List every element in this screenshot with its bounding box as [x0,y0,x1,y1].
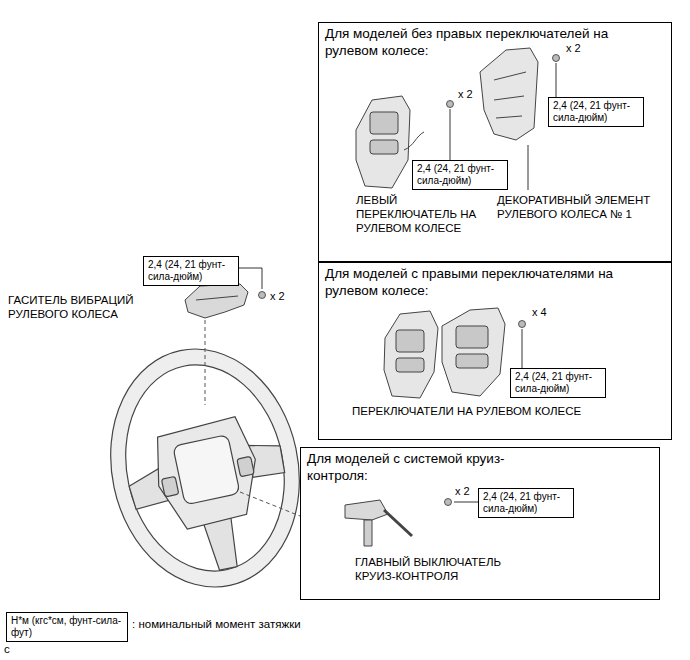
bolt [445,499,452,506]
wheel-spoke [204,518,242,572]
quantity: x 4 [532,306,562,319]
note: : номинальный момент затяжки [132,618,332,632]
bolt [519,321,526,328]
torque-value: 2,4 (24, 21 фунт-сила-дюйм) [553,100,639,124]
part-name: ДЕКОРАТИВНЫЙ ЭЛЕМЕНТ РУЛЕВОГО КОЛЕСА № 1 [497,194,669,222]
part-name: ГАСИТЕЛЬ ВИБРАЦИЙ РУЛЕВОГО КОЛЕСА [8,294,148,322]
switch-button [456,326,488,348]
vibration-damper [185,284,248,318]
torque-box: 2,4 (24, 21 фунт-сила-дюйм) [412,160,508,190]
panel-heading: Для моделей с системой круиз-контроля: [301,448,553,488]
bolt [447,101,454,108]
switch-button [396,358,424,372]
torque-value: 2,4 (24, 21 фунт-сила-дюйм) [417,163,503,187]
trim-rib [494,72,526,118]
leader-line [239,268,262,289]
leader-line [528,145,529,190]
hub-switch [161,476,178,497]
bolt [259,292,266,299]
damper-body [185,284,248,318]
quantity: x 2 [270,290,300,303]
decorative-trim [480,48,538,140]
variant-panel: Для моделей с системой круиз-контроля: 2,… [300,447,660,600]
torque-box: 2,4 (24, 21 фунт-сила-дюйм) [478,488,574,518]
wheel-hub [148,414,267,533]
key-text: Н*м (кгс*см, фунт-сила-фут) [11,615,123,639]
torque-key-box: Н*м (кгс*см, фунт-сила-фут) [6,612,128,642]
torque-value: 2,4 (24, 21 фунт-сила-дюйм) [483,491,569,515]
part-name: ПЕРЕКЛЮЧАТЕЛИ НА РУЛЕВОМ КОЛЕСЕ [352,405,582,419]
cruise-body [345,500,388,520]
damper-detail [196,296,238,300]
switch-button [370,140,398,154]
switch-button [456,354,488,368]
torque-value: 2,4 (24, 21 фунт-сила-дюйм) [148,259,234,283]
dashed-leader [205,320,206,405]
leader-line [522,329,523,368]
switch-body [356,96,410,188]
quantity: x 2 [455,485,477,498]
torque-box: 2,4 (24, 21 фунт-сила-дюйм) [548,97,644,127]
cruise-switch [345,500,412,546]
quantity: x 2 [458,88,488,101]
part-name: ГЛАВНЫЙ ВЫКЛЮЧАТЕЛЬ КРУИЗ-КОНТРОЛЯ [355,556,535,584]
switch-body [442,308,505,396]
trim-body [480,48,538,140]
steering-switches [384,308,505,398]
leader-line [450,109,451,160]
switch-button [396,330,424,352]
switch-wire [404,132,424,150]
leader-line [454,502,478,503]
bolt [553,55,560,62]
cruise-stalk [384,510,412,536]
part-name: ЛЕВЫЙ ПЕРЕКЛЮЧАТЕЛЬ НА РУЛЕВОМ КОЛЕСЕ [356,194,488,235]
torque-box: 2,4 (24, 21 фунт-сила-дюйм) [143,256,239,286]
hub-switch [237,456,254,477]
switch-body [384,311,438,398]
quantity: x 2 [566,42,596,55]
torque-value: 2,4 (24, 21 фунт-сила-дюйм) [515,371,601,395]
cruise-lever [364,520,372,546]
panel-heading: Для моделей с правыми переключателями на… [319,263,651,303]
dashed-leader [240,492,300,516]
torque-box: 2,4 (24, 21 фунт-сила-дюйм) [510,368,606,398]
figure-code: c [4,643,24,657]
switch-button [370,112,398,134]
hub-pad [173,435,240,505]
panel-heading: Для моделей без правых переключателей на… [319,23,651,63]
leader-line [556,63,557,97]
